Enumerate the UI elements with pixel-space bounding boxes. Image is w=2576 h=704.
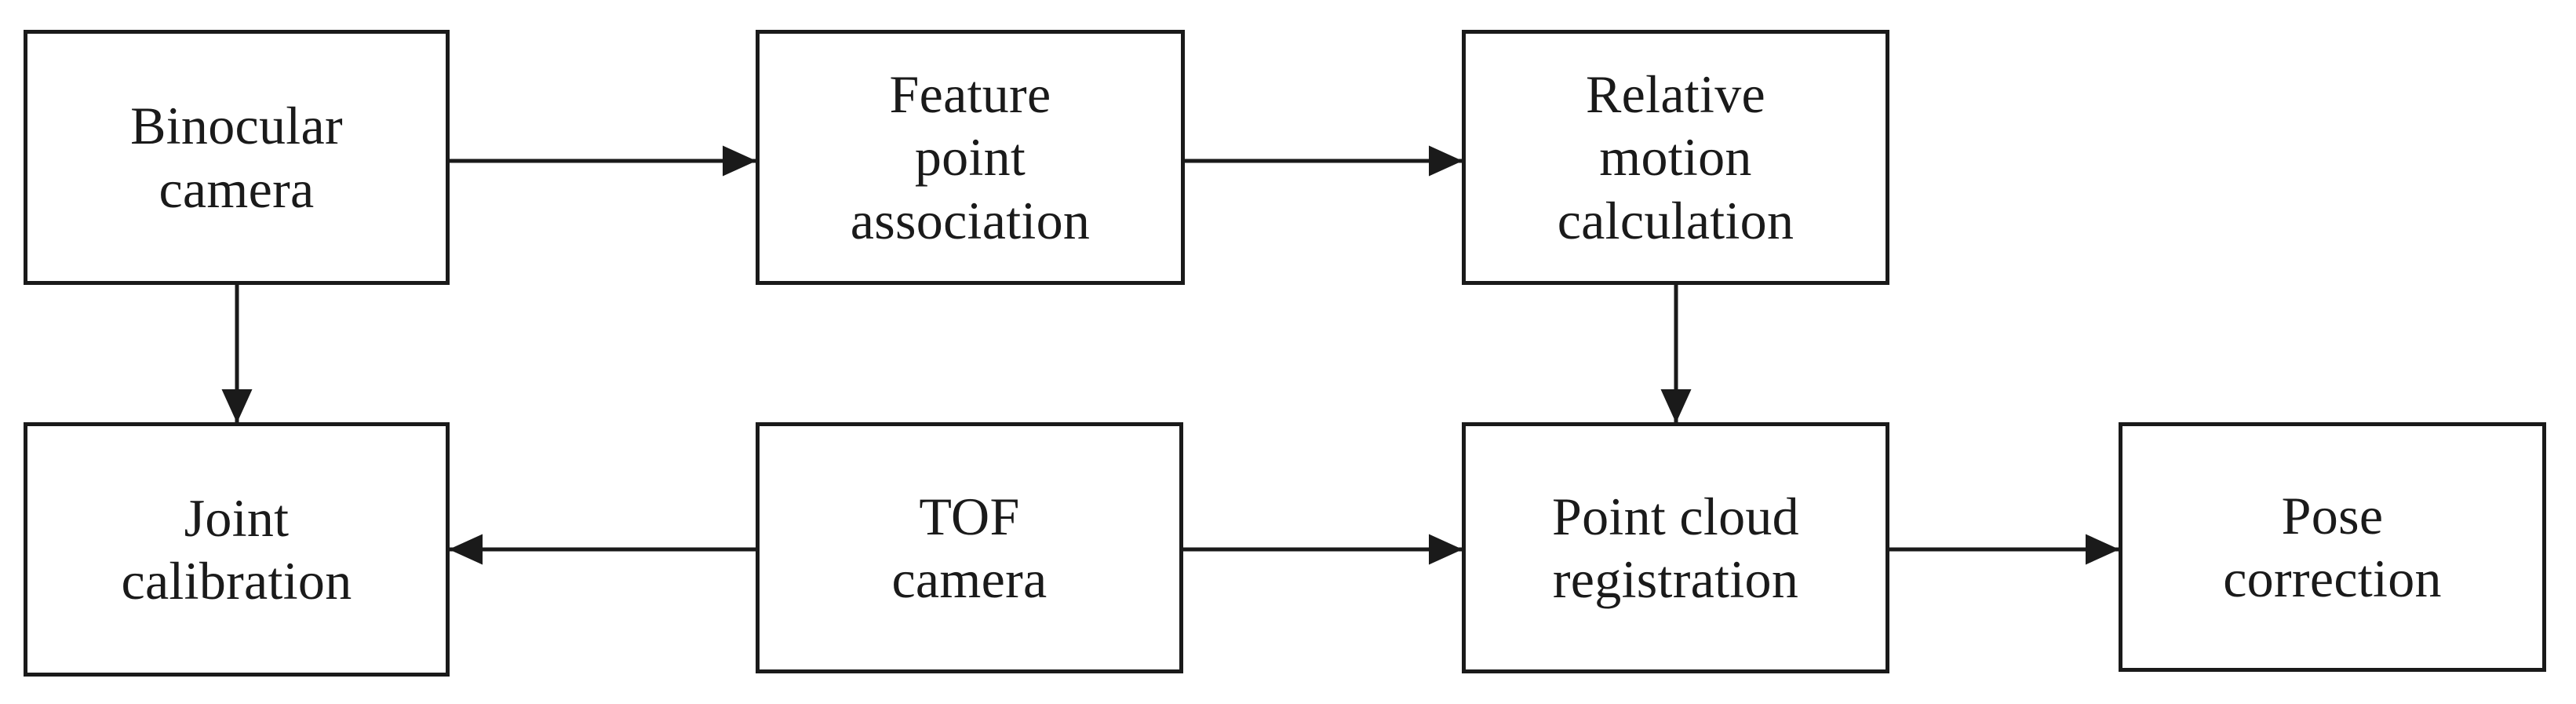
node-label: Point cloud registration [1552,486,1799,609]
node-label: TOF camera [891,486,1048,609]
node-pose-correction[interactable]: Pose correction [2119,422,2546,672]
node-feature-point-association[interactable]: Feature point association [756,30,1185,285]
node-point-cloud-registration[interactable]: Point cloud registration [1462,422,1889,673]
node-relative-motion-calculation[interactable]: Relative motion calculation [1462,30,1889,285]
node-binocular-camera[interactable]: Binocular camera [24,30,450,285]
node-label: Binocular camera [130,96,343,219]
node-label: Joint calibration [121,487,352,611]
node-joint-calibration[interactable]: Joint calibration [24,422,450,677]
node-label: Pose correction [2223,485,2442,608]
node-label: Feature point association [850,64,1091,250]
node-label: Relative motion calculation [1557,64,1794,250]
node-tof-camera[interactable]: TOF camera [756,422,1183,673]
